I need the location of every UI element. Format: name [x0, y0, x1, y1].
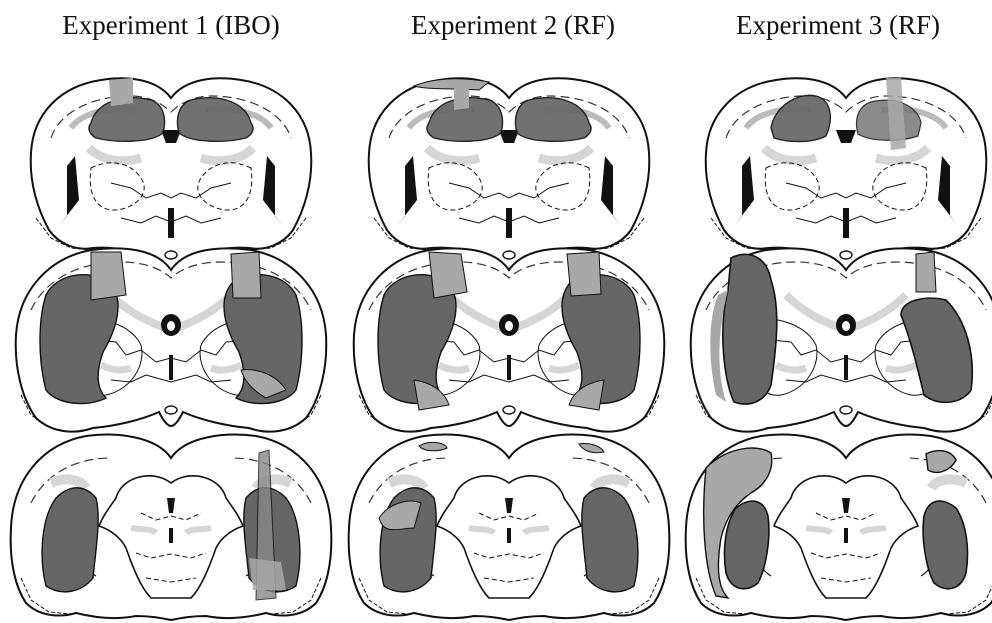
- section-exp2-caudal: [349, 435, 670, 620]
- section-exp3-middle: [691, 248, 992, 432]
- section-exp3-caudal: [686, 435, 992, 620]
- section-exp3-rostral: [706, 78, 987, 274]
- section-exp1-caudal: [11, 435, 332, 620]
- section-exp1-middle: [16, 248, 327, 432]
- section-exp2-rostral: [369, 78, 650, 274]
- section-exp1-rostral: [31, 78, 312, 274]
- section-exp2-middle: [354, 248, 665, 432]
